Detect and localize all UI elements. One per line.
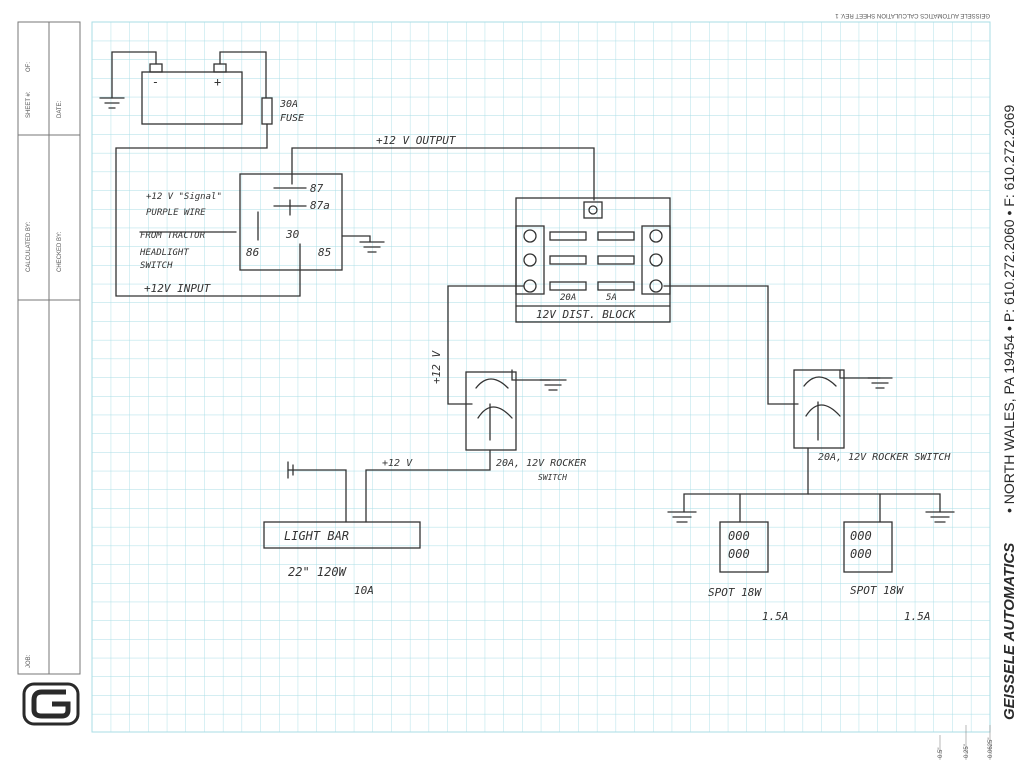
spot-light-left [719,521,769,573]
rocker-left-label: 20A, 12V ROCKER [496,458,586,469]
relay-87a-label: 87a [310,199,330,212]
fuse-5a-label: 5A [606,293,617,303]
relay-87-label: 87 [310,182,324,195]
ground-spot-right-icon [925,511,955,523]
scale-label-2: 0.25" [964,744,970,758]
spot-left-dots-1: 000 [728,529,750,543]
light-wire-label: +12 V [382,458,413,469]
signal-line-4: HEADLIGHT [139,248,189,258]
rocker-right-label: 20A, 12V ROCKER SWITCH [818,452,951,463]
relay-85-label: 85 [318,246,331,259]
signal-line-3: FROM TRACTOR [140,231,206,241]
spot-left-amp: 1.5A [762,610,789,623]
calculated-label: CALCULATED BY: [26,221,32,272]
ground-switch-left-icon [539,379,567,391]
battery-minus-label: - [152,75,159,89]
scale-ruler: 0.5" 0.25" 0.0625" [938,725,994,760]
signal-line-2: PURPLE WIRE [146,208,206,218]
of-label: OF: [26,62,32,72]
ground-battery-icon [99,97,125,109]
relay [239,173,371,271]
job-label: JOB: [26,654,32,668]
spot-right-dots-1: 000 [850,529,872,543]
output-label: +12 V OUTPUT [376,134,457,147]
input-label: +12V INPUT [144,282,212,295]
relay-86-label: 86 [246,246,260,259]
ground-spot-left-icon [667,511,697,523]
spot-right-amp: 1.5A [904,610,931,623]
company-logo-icon [22,682,80,726]
title-block: SHEET #: OF: DATE: CALCULATED BY: CHECKE… [17,21,81,675]
battery [111,51,267,125]
top-header: GEISSELE AUTOMATICS CALCULATION SHEET RE… [835,12,990,18]
light-bar-spec-2: 10A [354,584,374,597]
relay-30-label: 30 [285,228,300,241]
scale-label-3: 0.0625" [988,738,994,758]
spot-left-label: SPOT 18W [708,586,762,599]
diagram-labels: 30A FUSE - + +12 V OUTPUT +12V INPUT 87 … [139,75,951,623]
dist-block-label: 12V DIST. BLOCK [536,308,637,321]
left-wire-label: +12 V [430,350,443,384]
spot-left-dots-2: 000 [728,547,750,561]
scale-label-1: 0.5" [938,748,944,758]
spot-right-label: SPOT 18W [850,584,904,597]
rocker-switch-left [465,369,551,451]
light-bar-spec-1: 22" 120W [288,565,348,579]
checked-label: CHECKED BY: [57,231,63,272]
fuse-20a-label: 20A [560,293,576,303]
wiring-diagram [99,51,955,573]
battery-plus-label: + [214,75,221,89]
company-address: • NORTH WALES, PA 19454 • P: 610.272.206… [1001,105,1017,513]
sheet-label: SHEET #: [26,91,32,118]
spot-right-dots-2: 000 [850,547,872,561]
light-bar [263,521,421,549]
distribution-block [515,197,671,323]
light-bar-label: LIGHT BAR [284,529,349,543]
grid-area [91,21,991,733]
rocker-left-label-2: SWITCH [538,473,567,482]
date-label: DATE: [57,100,63,118]
rocker-switch-right [793,369,881,449]
spot-light-right [843,521,893,573]
fuse-label-2: FUSE [280,113,304,124]
ground-relay-icon [359,241,385,253]
company-name: GEISSELE AUTOMATICS [1001,543,1018,720]
ground-lightbar-icon [287,461,294,479]
signal-line-1: +12 V "Signal" [146,192,222,202]
ground-switch-right-icon [867,377,893,389]
signal-line-5: SWITCH [140,261,173,271]
fuse-label: 30A [279,99,298,110]
